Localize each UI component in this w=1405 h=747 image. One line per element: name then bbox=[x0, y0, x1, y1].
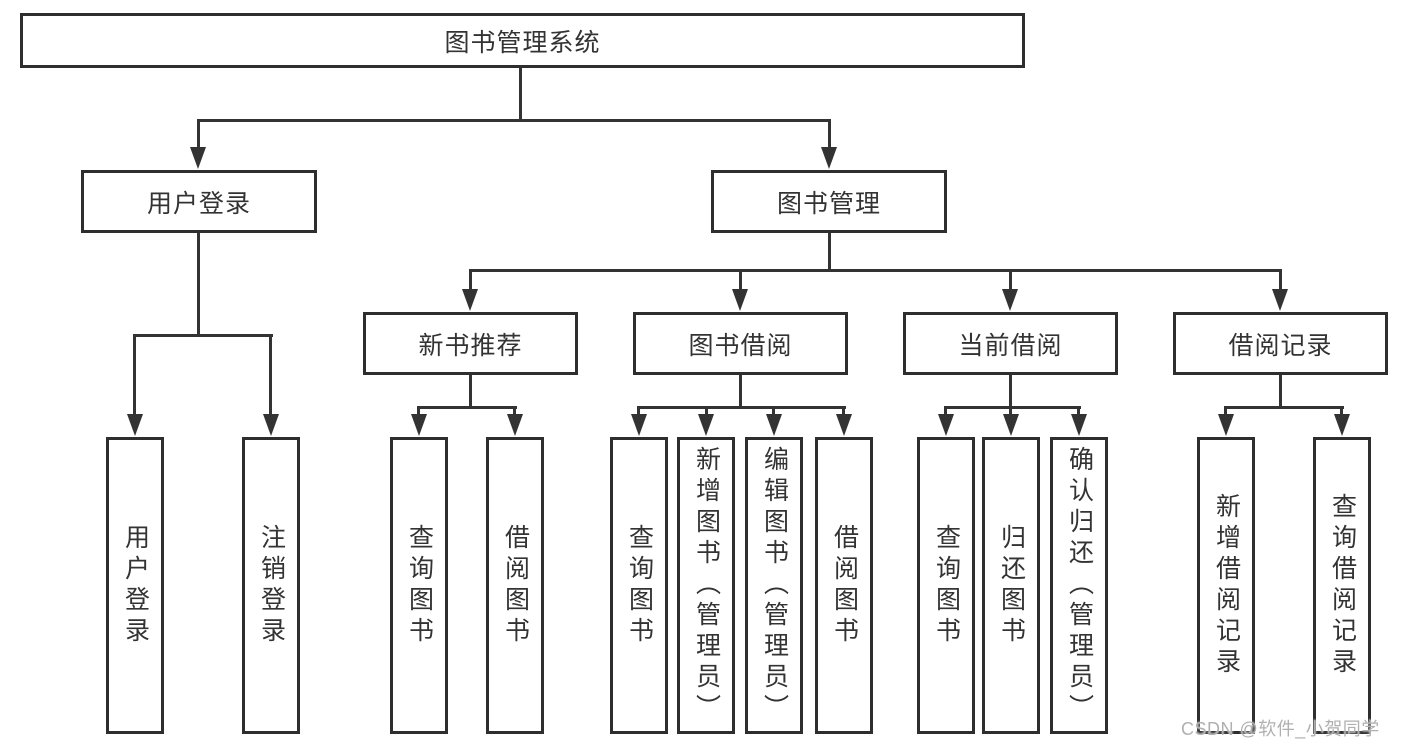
connector-line bbox=[133, 334, 273, 337]
connector-line bbox=[842, 406, 845, 418]
node-label: 图书管理 bbox=[776, 189, 881, 218]
connector-line bbox=[772, 406, 775, 418]
connector-line bbox=[1279, 375, 1282, 408]
connector-line bbox=[944, 406, 947, 418]
node-label: 用户登录 bbox=[121, 523, 150, 648]
node-label: 用户登录 bbox=[146, 189, 251, 218]
connector-line bbox=[739, 269, 742, 292]
node-label: 确认归还（管理员） bbox=[1065, 446, 1094, 725]
node-label: 新增图书（管理员） bbox=[692, 446, 721, 725]
leaf-add-book-admin: 新增图书（管理员） bbox=[677, 437, 735, 734]
leaf-return-books: 归还图书 bbox=[982, 437, 1040, 734]
arrow-down-icon bbox=[732, 289, 748, 311]
arrow-down-icon bbox=[263, 414, 279, 436]
leaf-logout: 注销登录 bbox=[242, 437, 300, 734]
leaf-borrow-books-2: 借阅图书 bbox=[815, 437, 873, 734]
connector-line bbox=[197, 233, 200, 337]
node-label: 借阅记录 bbox=[1228, 331, 1333, 360]
connector-line bbox=[269, 334, 272, 416]
connector-line bbox=[417, 406, 517, 409]
connector-line bbox=[637, 406, 846, 409]
arrow-down-icon bbox=[821, 147, 837, 169]
watermark-text: CSDN @软件_小贺同学 bbox=[1181, 719, 1380, 739]
arrow-down-icon bbox=[938, 414, 954, 436]
connector-line bbox=[828, 233, 831, 271]
node-borrowing-records: 借阅记录 bbox=[1173, 312, 1388, 375]
arrow-down-icon bbox=[127, 414, 143, 436]
node-label: 查询图书 bbox=[405, 523, 434, 648]
node-label: 新书推荐 bbox=[418, 331, 523, 360]
arrow-down-icon bbox=[631, 414, 647, 436]
arrow-down-icon bbox=[836, 414, 852, 436]
node-label: 图书管理系统 bbox=[444, 28, 601, 57]
arrow-down-icon bbox=[766, 414, 782, 436]
connector-line bbox=[1009, 269, 1012, 292]
connector-line bbox=[1009, 406, 1012, 418]
node-label: 归还图书 bbox=[997, 523, 1026, 648]
leaf-user-login: 用户登录 bbox=[106, 437, 164, 734]
node-label: 查询图书 bbox=[932, 523, 961, 648]
node-label: 图书借阅 bbox=[688, 331, 793, 360]
arrow-down-icon bbox=[1003, 414, 1019, 436]
node-label: 当前借阅 bbox=[958, 331, 1063, 360]
connector-line bbox=[828, 119, 831, 149]
connector-line bbox=[1009, 375, 1012, 408]
connector-line bbox=[1279, 269, 1282, 292]
arrow-down-icon bbox=[1071, 414, 1087, 436]
node-label: 借阅图书 bbox=[830, 523, 859, 648]
leaf-confirm-return-admin: 确认归还（管理员） bbox=[1050, 437, 1108, 734]
leaf-query-borrow-record: 查询借阅记录 bbox=[1313, 437, 1371, 734]
arrow-down-icon bbox=[1218, 414, 1234, 436]
arrow-down-icon bbox=[1334, 414, 1350, 436]
node-label: 借阅图书 bbox=[501, 523, 530, 648]
leaf-query-books-3: 查询图书 bbox=[917, 437, 975, 734]
connector-line bbox=[1224, 406, 1344, 409]
arrow-down-icon bbox=[462, 289, 478, 311]
connector-line bbox=[417, 406, 420, 418]
leaf-borrow-books-1: 借阅图书 bbox=[486, 437, 544, 734]
node-label: 注销登录 bbox=[257, 523, 286, 648]
connector-line bbox=[637, 406, 640, 418]
node-new-book-recommend: 新书推荐 bbox=[363, 312, 578, 375]
connector-line bbox=[1340, 406, 1343, 418]
node-root: 图书管理系统 bbox=[20, 13, 1025, 68]
connector-line bbox=[513, 406, 516, 418]
connector-line bbox=[133, 334, 136, 416]
node-label: 查询借阅记录 bbox=[1328, 492, 1357, 679]
node-current-borrowing: 当前借阅 bbox=[903, 312, 1118, 375]
node-book-management: 图书管理 bbox=[711, 170, 947, 233]
connector-line bbox=[1224, 406, 1227, 418]
node-book-borrowing: 图书借阅 bbox=[633, 312, 848, 375]
connector-line bbox=[1077, 406, 1080, 418]
arrow-down-icon bbox=[190, 147, 206, 169]
connector-line bbox=[739, 375, 742, 408]
connector-line bbox=[197, 119, 831, 122]
connector-line bbox=[469, 269, 1282, 272]
connector-line bbox=[197, 119, 200, 149]
arrow-down-icon bbox=[698, 414, 714, 436]
node-user-login: 用户登录 bbox=[81, 170, 317, 233]
node-label: 新增借阅记录 bbox=[1212, 492, 1241, 679]
leaf-edit-book-admin: 编辑图书（管理员） bbox=[745, 437, 803, 734]
connector-line bbox=[469, 375, 472, 408]
arrow-down-icon bbox=[507, 414, 523, 436]
leaf-add-borrow-record: 新增借阅记录 bbox=[1197, 437, 1255, 734]
connector-line bbox=[705, 406, 708, 418]
connector-line bbox=[469, 269, 472, 292]
leaf-query-books-1: 查询图书 bbox=[390, 437, 448, 734]
leaf-query-books-2: 查询图书 bbox=[610, 437, 668, 734]
arrow-down-icon bbox=[411, 414, 427, 436]
arrow-down-icon bbox=[1002, 289, 1018, 311]
connector-line bbox=[519, 68, 522, 121]
node-label: 查询图书 bbox=[625, 523, 654, 648]
arrow-down-icon bbox=[1272, 289, 1288, 311]
node-label: 编辑图书（管理员） bbox=[760, 446, 789, 725]
connector-line bbox=[944, 406, 1081, 409]
